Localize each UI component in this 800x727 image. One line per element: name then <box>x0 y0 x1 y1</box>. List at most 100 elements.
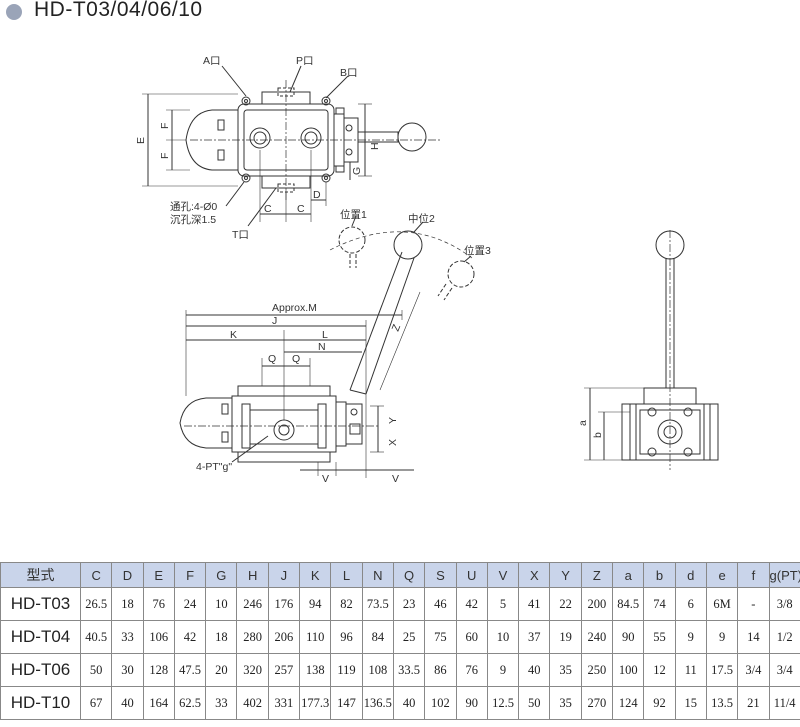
table-cell: 50 <box>79 653 113 687</box>
table-cell: 94 <box>299 587 332 621</box>
col-header: E <box>142 562 175 588</box>
title-bullet-icon <box>6 4 22 20</box>
dim-x-label: X <box>387 439 399 446</box>
table-cell: 50 <box>518 686 551 720</box>
table-cell: 74 <box>643 587 676 621</box>
table-cell: 37 <box>518 620 551 654</box>
table-cell: 33 <box>111 620 144 654</box>
pt-note-label: 4-PT"g" <box>196 461 232 473</box>
dim-a-label: a <box>577 420 589 426</box>
table-cell: 86 <box>424 653 457 687</box>
table-cell: 90 <box>612 620 645 654</box>
table-cell: 40 <box>392 686 426 720</box>
table-cell: 119 <box>330 653 363 687</box>
model-cell: HD-T04 <box>0 620 81 654</box>
spec-table-header-row: 型式 C D E F G H J K L N Q S U V X Y Z a b… <box>0 562 800 588</box>
table-cell: 246 <box>236 587 269 621</box>
table-cell: 18 <box>111 587 144 621</box>
table-cell: 67 <box>79 686 113 720</box>
table-cell: 6 <box>674 587 707 621</box>
table-cell: 19 <box>549 620 582 654</box>
front-handle-knob <box>393 230 423 260</box>
col-header: X <box>518 562 551 588</box>
table-cell: 75 <box>424 620 457 654</box>
dim-y-label: Y <box>387 417 399 424</box>
col-header: g(PT) <box>768 562 800 588</box>
table-cell: 331 <box>267 686 301 720</box>
table-cell: 60 <box>455 620 488 654</box>
table-cell: 177.3 <box>299 686 332 720</box>
col-header: C <box>79 562 113 588</box>
col-header: J <box>267 562 301 588</box>
front-view <box>179 215 475 478</box>
table-cell: 92 <box>643 686 676 720</box>
dim-e-label: E <box>135 137 147 144</box>
table-cell: 10 <box>486 620 520 654</box>
table-cell: 96 <box>330 620 363 654</box>
table-cell: 176 <box>267 587 301 621</box>
dim-b-label: b <box>592 432 604 438</box>
table-cell: 42 <box>173 620 207 654</box>
table-cell: 147 <box>330 686 363 720</box>
col-header: d <box>674 562 707 588</box>
model-cell: HD-T10 <box>0 686 81 720</box>
table-cell: 250 <box>580 653 614 687</box>
table-cell: - <box>737 587 770 621</box>
page-title: HD-T03/04/06/10 <box>34 0 203 21</box>
col-header: G <box>205 562 238 588</box>
table-cell: 164 <box>142 686 175 720</box>
table-cell: 23 <box>392 587 426 621</box>
table-cell: 402 <box>236 686 269 720</box>
model-cell: HD-T06 <box>0 653 81 687</box>
table-cell: 17.5 <box>705 653 739 687</box>
table-cell: 76 <box>142 587 175 621</box>
col-header: Q <box>392 562 426 588</box>
dim-n-label: N <box>318 341 326 353</box>
top-handle-rod <box>357 131 399 143</box>
table-cell: 25 <box>392 620 426 654</box>
pos2-label: 中位2 <box>408 212 435 225</box>
table-cell: 62.5 <box>173 686 207 720</box>
dim-q2-label: Q <box>292 353 300 365</box>
hole-note-1: 通孔:4-Ø0 <box>170 200 217 213</box>
table-cell: 35 <box>549 653 582 687</box>
port-p-label: P口 <box>296 55 314 67</box>
port-b-hole <box>300 127 322 149</box>
table-cell: 3/4 <box>737 653 770 687</box>
table-cell: 73.5 <box>361 587 394 621</box>
col-header: 型式 <box>0 562 81 588</box>
table-cell: 41 <box>518 587 551 621</box>
table-cell: 22 <box>549 587 582 621</box>
col-header: F <box>173 562 207 588</box>
top-view <box>142 65 440 227</box>
dim-c1-label: C <box>264 203 272 215</box>
table-cell: 84 <box>361 620 394 654</box>
table-cell: 240 <box>580 620 614 654</box>
spec-table: 型式 C D E F G H J K L N Q S U V X Y Z a b… <box>0 562 800 720</box>
technical-drawing: A口 P口 B口 T口 通孔:4-Ø0 沉孔深1.5 E F F H G C C… <box>135 55 719 485</box>
col-header: U <box>455 562 488 588</box>
table-cell: 46 <box>424 587 457 621</box>
dim-l-label: L <box>322 329 328 341</box>
table-cell: 9 <box>486 653 520 687</box>
table-cell: 9 <box>705 620 739 654</box>
dim-k-label: K <box>230 329 237 341</box>
port-a-hole <box>249 127 271 149</box>
dim-c2-label: C <box>297 203 305 215</box>
table-cell: 3/8 <box>768 587 800 621</box>
table-cell: 26.5 <box>79 587 113 621</box>
table-cell: 5 <box>486 587 520 621</box>
header: HD-T03/04/06/10 <box>0 0 800 30</box>
hole-note-2: 沉孔深1.5 <box>170 213 216 226</box>
table-cell: 200 <box>580 587 614 621</box>
table-cell: 108 <box>361 653 394 687</box>
table-cell: 55 <box>643 620 676 654</box>
table-cell: 90 <box>455 686 488 720</box>
col-header: K <box>299 562 332 588</box>
table-cell: 76 <box>455 653 488 687</box>
table-cell: 33.5 <box>392 653 426 687</box>
